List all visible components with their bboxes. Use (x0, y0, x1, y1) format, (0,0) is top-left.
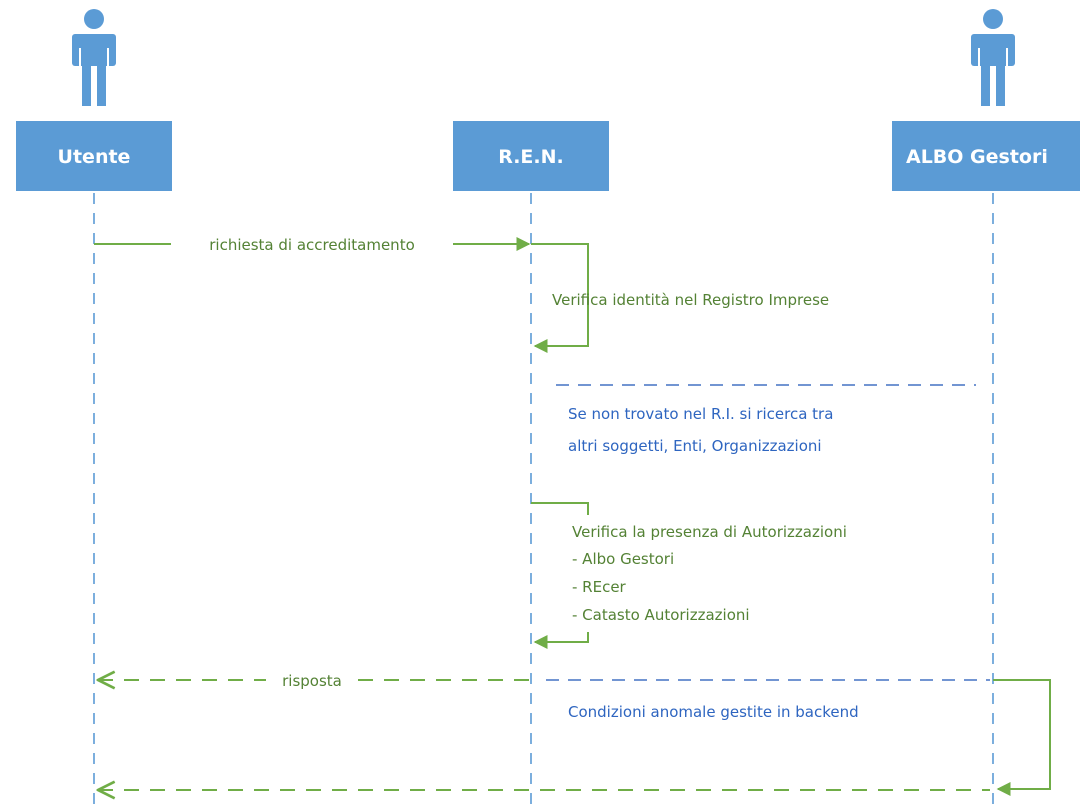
auth-line-2: - Albo Gestori (572, 550, 674, 568)
note-not-found: Se non trovato nel R.I. si ricerca tra a… (556, 384, 976, 455)
self-message-backend (993, 679, 1051, 796)
person-icon (971, 9, 1015, 106)
message-request: richiesta di accreditamento (94, 236, 531, 254)
self-message-identity-label: Verifica identità nel Registro Imprese (552, 291, 829, 309)
person-icon (72, 9, 116, 106)
auth-line-3: - REcer (572, 578, 627, 596)
actor-albo-gestori: ALBO Gestori (892, 121, 1080, 191)
person-icon-detail (79, 48, 1008, 66)
self-message-identity: Verifica identità nel Registro Imprese (531, 243, 829, 353)
actor-label-albo: ALBO Gestori (906, 146, 1048, 168)
note-line-1: Se non trovato nel R.I. si ricerca tra (568, 405, 833, 423)
auth-line-1: Verifica la presenza di Autorizzazioni (572, 523, 847, 541)
message-response: risposta (98, 672, 529, 690)
self-message-authorizations: Verifica la presenza di Autorizzazioni -… (531, 502, 847, 649)
auth-line-4: - Catasto Autorizzazioni (572, 606, 750, 624)
note-anomalies: Condizioni anomale gestite in backend (546, 679, 990, 721)
message-response-label: risposta (282, 672, 342, 690)
actor-utente: Utente (16, 121, 172, 191)
note-line-2: altri soggetti, Enti, Organizzazioni (568, 437, 822, 455)
actor-label-ren: R.E.N. (498, 146, 564, 168)
actor-label-utente: Utente (58, 146, 131, 168)
message-request-label: richiesta di accreditamento (209, 236, 415, 254)
actor-ren: R.E.N. (453, 121, 609, 191)
note-anomalies-label: Condizioni anomale gestite in backend (568, 703, 859, 721)
